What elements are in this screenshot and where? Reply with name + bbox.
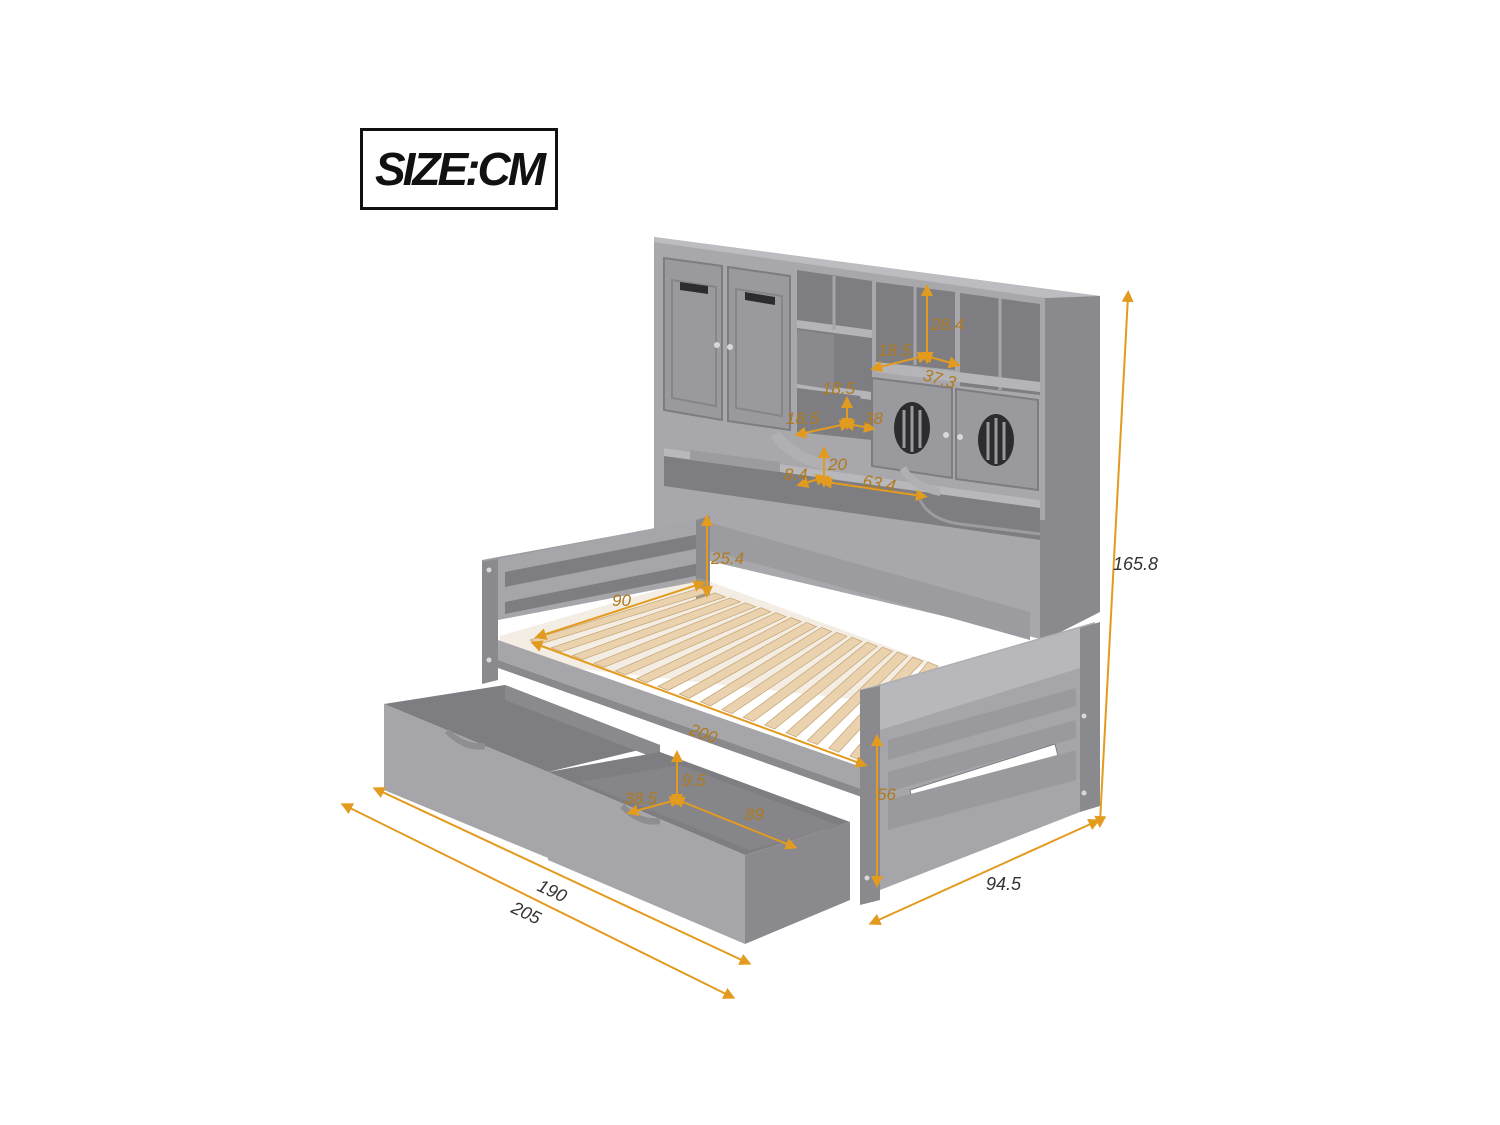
label-guardrail-height: 25.4 bbox=[710, 549, 744, 568]
dim-line-open-shelf-depth bbox=[870, 351, 930, 373]
headboard-bookcase bbox=[654, 237, 1100, 640]
open-shelves bbox=[797, 270, 1040, 440]
dim-line-drawer-length bbox=[672, 796, 798, 850]
dim-line-ledge-depth bbox=[796, 473, 828, 489]
dim-line-mattress-length bbox=[530, 640, 868, 768]
label-small-shelf-depth: 18.5 bbox=[786, 409, 820, 428]
label-total-width: 94.5 bbox=[986, 874, 1022, 894]
dim-line-total-width bbox=[868, 819, 1101, 925]
label-drawer-width: 38.5 bbox=[624, 789, 658, 808]
dim-line-open-shelf-width bbox=[920, 351, 961, 369]
label-drawer-length: 89 bbox=[745, 805, 764, 824]
label-drawer-height: 9.5 bbox=[682, 771, 706, 790]
dim-line-drawer-width bbox=[626, 795, 682, 817]
label-ledge-depth: 8.4 bbox=[784, 465, 808, 484]
dim-line-small-shelf-width bbox=[842, 419, 876, 433]
label-side-height: 56 bbox=[877, 785, 896, 804]
dim-line-mattress-width bbox=[534, 580, 706, 640]
dimension-lines bbox=[340, 284, 1134, 999]
label-total-height: 165.8 bbox=[1113, 554, 1158, 574]
unit-label-box: SIZE:CM bbox=[360, 128, 558, 210]
dim-line-small-shelf-depth bbox=[794, 419, 852, 439]
label-open-shelf-height: 28.4 bbox=[930, 315, 964, 334]
label-mattress-width: 90 bbox=[612, 591, 631, 610]
label-ledge-height: 20 bbox=[827, 455, 847, 474]
cabinet-left bbox=[663, 256, 791, 432]
label-small-shelf-width: 38 bbox=[864, 409, 883, 428]
dim-line-ledge-width bbox=[820, 476, 928, 502]
unit-label: SIZE:CM bbox=[374, 143, 546, 195]
cabinet-right bbox=[871, 376, 1039, 492]
label-small-shelf-height: 18.5 bbox=[822, 379, 856, 398]
dim-line-total-height bbox=[1094, 290, 1134, 828]
dim-line-total-length bbox=[340, 803, 736, 999]
label-open-shelf-depth: 18.5 bbox=[878, 341, 912, 360]
